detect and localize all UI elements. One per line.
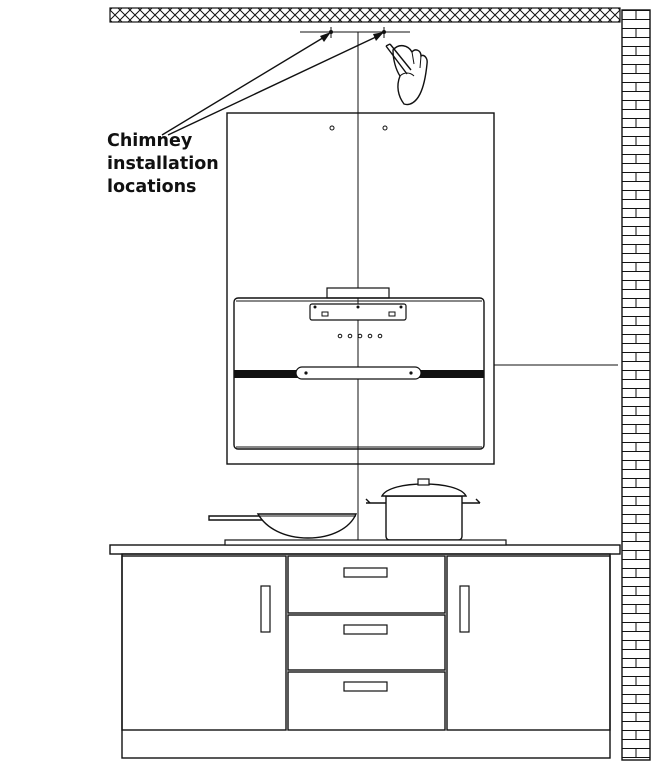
left-door-handle [260, 585, 271, 633]
callout-arrows [161, 32, 384, 136]
drawer-1-handle [343, 567, 388, 578]
callout-line-3: locations [107, 177, 197, 197]
cooktop [224, 539, 507, 546]
countertop [109, 539, 621, 555]
ceiling [109, 7, 621, 23]
brick-wall [621, 9, 651, 761]
drawer-3 [287, 671, 446, 731]
hood-bracket [309, 303, 407, 321]
hand-with-pen-icon [385, 43, 428, 106]
left-door [121, 555, 287, 731]
wok [208, 513, 358, 539]
right-door-handle [459, 585, 470, 633]
control-buttons [337, 333, 383, 339]
hood-handle [295, 366, 422, 380]
callout-line-2: installation [107, 154, 219, 174]
ceiling-mark [300, 27, 410, 38]
wall-panel [226, 112, 495, 465]
callout-line-1: Chimney [107, 131, 193, 151]
base-cabinet [121, 553, 611, 759]
pot [365, 478, 481, 541]
drawer-3-handle [343, 681, 388, 692]
range-hood [233, 287, 485, 450]
drawer-1 [287, 555, 446, 614]
right-door [446, 555, 611, 731]
drawer-2-handle [343, 624, 388, 635]
drawer-2 [287, 614, 446, 671]
chimney-installation-callout: Chimney installation locations [107, 130, 267, 199]
